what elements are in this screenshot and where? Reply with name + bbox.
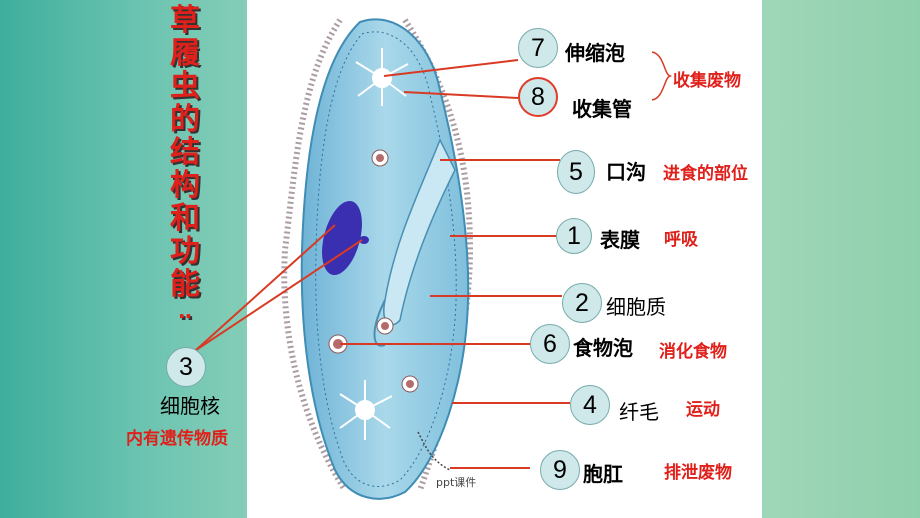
part-label-oral-groove: 口沟: [606, 160, 646, 184]
part-label-contractile-vacuole: 伸缩泡: [565, 41, 625, 65]
part-label-food-vacuole: 食物泡: [573, 336, 633, 360]
part-number-1: 1: [556, 218, 592, 254]
part-label-cilia: 纤毛: [619, 400, 659, 424]
function-cilia: 运动: [686, 400, 720, 420]
contractile-vacuole-top: [355, 48, 409, 106]
leader-lines: [195, 51, 673, 469]
food-vacuoles: [328, 149, 419, 393]
group-function-label: 收集废物: [673, 71, 741, 91]
cilia: [281, 18, 474, 492]
contractile-vacuole-bottom: [339, 380, 393, 440]
function-food-vacuole: 消化食物: [659, 342, 727, 362]
part-label-anal-pore: 胞肛: [583, 462, 623, 486]
part-number-9: 9: [540, 450, 580, 490]
part-label-nucleus: 细胞核: [160, 394, 220, 418]
anal-pore: [417, 431, 451, 471]
macronucleus: [322, 201, 362, 275]
part-number-5: 5: [557, 150, 595, 194]
function-anal-pore: 排泄废物: [664, 463, 732, 483]
left-panel: [0, 0, 247, 518]
micronucleus: [359, 236, 369, 244]
part-label-pellicle: 表膜: [600, 228, 640, 252]
cell-body: [300, 18, 470, 500]
part-number-3: 3: [166, 347, 206, 387]
function-nucleus: 内有遗传物质: [126, 429, 228, 449]
part-number-7: 7: [518, 28, 558, 68]
part-number-6: 6: [530, 324, 570, 364]
function-oral-groove: 进食的部位: [663, 164, 748, 184]
function-pellicle: 呼吸: [664, 230, 698, 250]
part-number-2: 2: [562, 283, 602, 323]
page-title: 草履虫 的结构 和功能 ‥: [170, 3, 200, 323]
right-panel: [762, 0, 920, 518]
part-label-collecting-canal: 收集管: [572, 97, 632, 121]
part-label-cytoplasm: 细胞质: [606, 295, 666, 319]
part-number-4: 4: [570, 385, 610, 425]
caption: ppt课件: [436, 476, 477, 489]
part-number-8: 8: [518, 77, 558, 117]
